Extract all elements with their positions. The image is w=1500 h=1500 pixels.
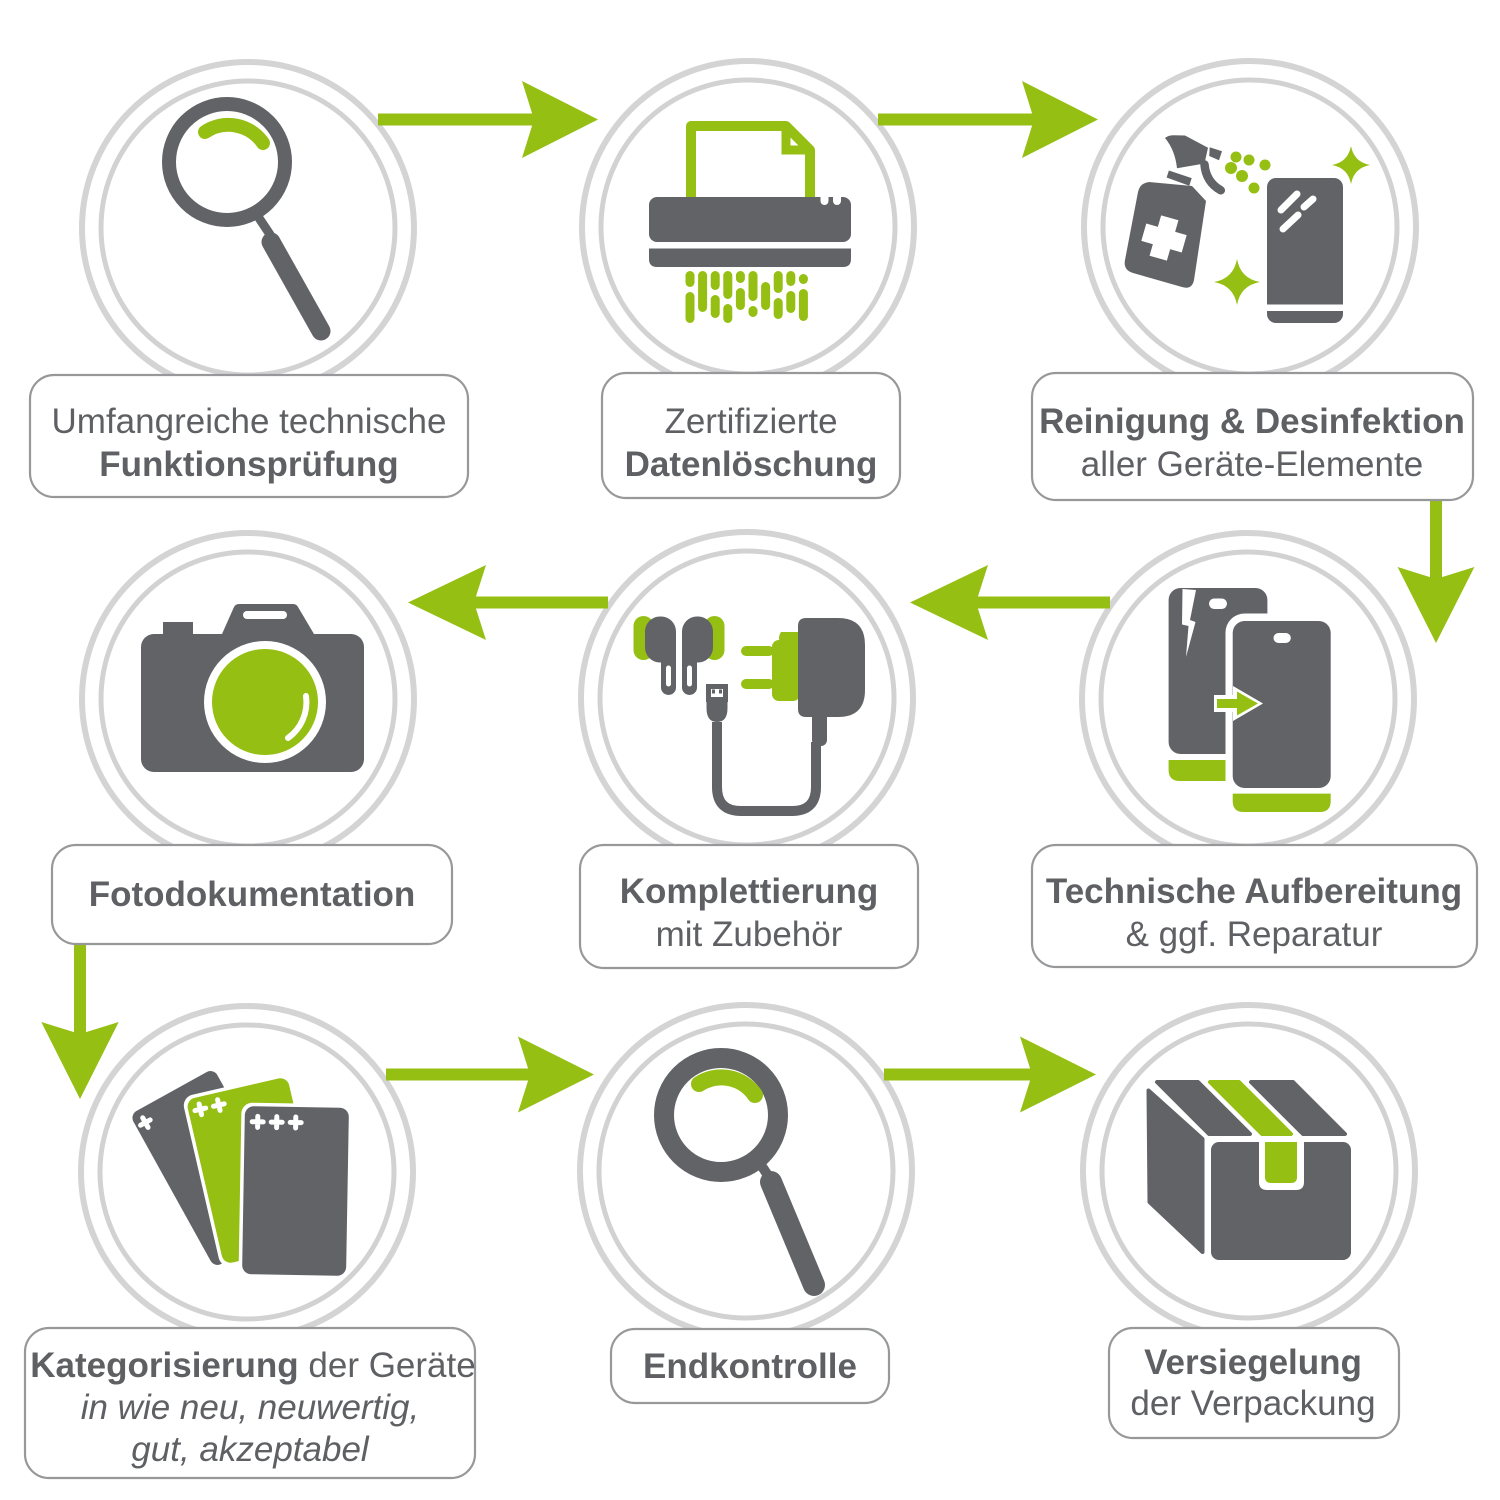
svg-text:& ggf. Reparatur: & ggf. Reparatur <box>1126 915 1383 954</box>
svg-text:Komplettierung: Komplettierung <box>620 872 879 911</box>
svg-text:in wie neu, neuwertig,: in wie neu, neuwertig, <box>81 1388 420 1427</box>
svg-text:Funktionsprüfung: Funktionsprüfung <box>99 445 398 484</box>
svg-text:gut, akzeptabel: gut, akzeptabel <box>131 1430 370 1469</box>
svg-text:aller Geräte-Elemente: aller Geräte-Elemente <box>1081 445 1423 484</box>
svg-text:der Verpackung: der Verpackung <box>1130 1384 1375 1423</box>
svg-text:Endkontrolle: Endkontrolle <box>643 1347 857 1386</box>
svg-text:Reinigung & Desinfektion: Reinigung & Desinfektion <box>1039 402 1465 441</box>
svg-text:Kategorisierung der Geräte: Kategorisierung der Geräte <box>30 1346 475 1385</box>
svg-text:Technische Aufbereitung: Technische Aufbereitung <box>1046 872 1462 911</box>
svg-text:mit Zubehör: mit Zubehör <box>656 915 843 954</box>
svg-text:Zertifizierte: Zertifizierte <box>664 402 837 441</box>
svg-text:Fotodokumentation: Fotodokumentation <box>89 875 416 914</box>
svg-text:Datenlöschung: Datenlöschung <box>625 445 878 484</box>
svg-text:Versiegelung: Versiegelung <box>1144 1343 1362 1382</box>
svg-text:Umfangreiche technische: Umfangreiche technische <box>52 402 447 441</box>
